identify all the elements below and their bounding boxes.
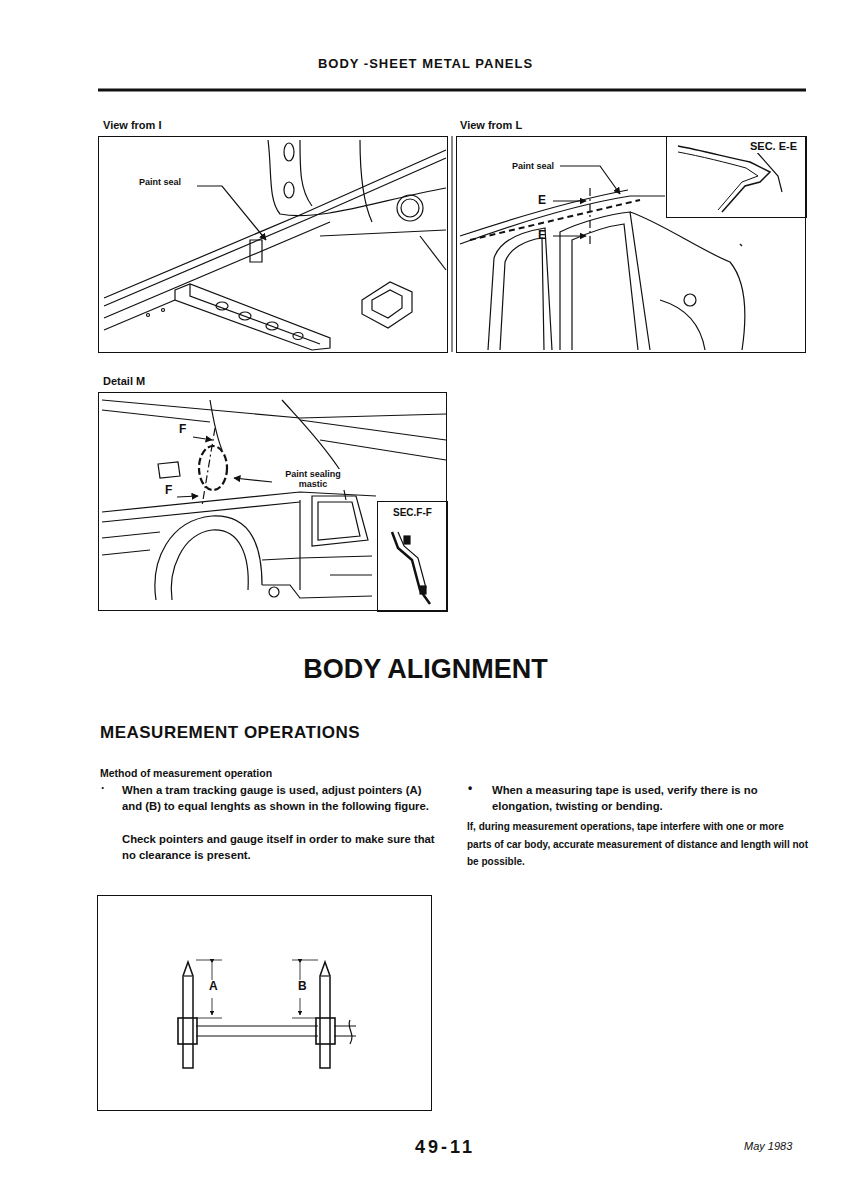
note-text: If, during measurement operations, tape … [467,818,809,871]
view-panel: SEC. E-EView from LPaint sealEE [456,136,806,353]
leader-line [234,478,272,482]
part-label: Paint sealing mastic [276,469,350,490]
dimension-label: A [208,980,219,994]
section-arrow [193,437,212,440]
header-rule [98,89,806,92]
tram-gauge-illustration [178,960,356,1068]
paragraph-heading: Method of measurement operation [100,767,272,780]
section-marker: F [165,484,172,498]
date: May 1983 [744,1140,792,1153]
figure-panel: AB [97,895,432,1111]
view-heading: View from L [460,119,522,132]
side-illustration [460,146,782,350]
view-heading: Detail M [103,375,145,388]
section-arrow [177,496,198,497]
part-label: Paint seal [138,177,182,187]
detail-panel: SEC.F-FDetail MFFPaint sealing mastic [98,392,447,611]
part-label: Paint seal [511,161,555,171]
section-line [589,188,590,246]
section-title: BODY ALIGNMENT [0,654,851,685]
view-panel: View from IPaint seal [98,136,448,353]
section-heading: MEASUREMENT OPERATIONS [100,723,360,743]
instruction-text: Check pointers and gauge itself in order… [122,831,440,863]
bullet: • [468,781,472,795]
rear-quarter-illustration [102,400,446,604]
section-inset: SEC. E-E [666,136,807,218]
section-line [202,428,215,506]
view-heading: View from I [103,119,161,132]
section-arrow [553,200,586,201]
instruction-text: When a tram tracking gauge is used, adju… [122,782,440,814]
page-number: 49-11 [415,1137,475,1159]
section-label: SEC. E-E [749,140,798,153]
section-arrow [553,235,586,236]
bullet: · [101,781,105,795]
section-marker: E [538,229,546,243]
instruction-text: When a measuring tape is used, verify th… [492,782,810,814]
running-header: BODY -SHEET METAL PANELS [0,56,851,72]
floor-illustration [104,140,446,350]
panel-divider [452,136,453,352]
dimension-label: B [297,980,308,994]
section-inset: SEC.F-F [377,501,448,612]
section-label: SEC.F-F [392,507,433,519]
section-marker: E [538,194,546,208]
leader-line [197,186,266,240]
section-marker: F [179,423,186,437]
